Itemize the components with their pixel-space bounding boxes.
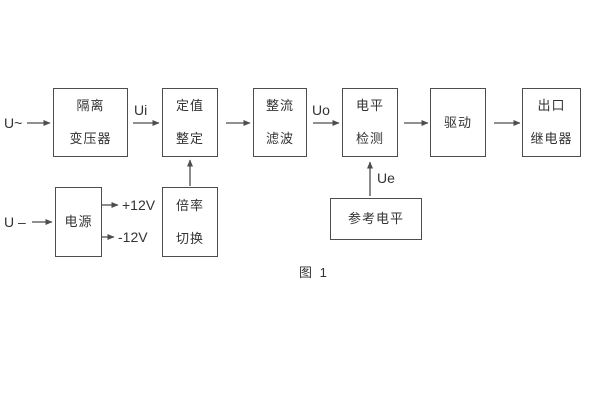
figure-caption: 图 1 bbox=[299, 265, 329, 280]
block-setting-adjustment: 定值 整定 bbox=[162, 88, 218, 157]
block-level-detection: 电平 检测 bbox=[342, 88, 398, 157]
plus-12v-label: +12V bbox=[122, 197, 156, 213]
block-label: 参考电平 bbox=[347, 211, 404, 226]
block-label: 切换 bbox=[175, 230, 204, 246]
block-label: 整定 bbox=[175, 131, 204, 146]
block-power-supply: 电源 bbox=[55, 187, 102, 257]
block-label: 驱动 bbox=[443, 114, 472, 130]
block-label: 出口 bbox=[537, 98, 566, 113]
block-label: 继电器 bbox=[530, 131, 573, 146]
block-label: 电平 bbox=[355, 98, 384, 113]
block-label: 倍率 bbox=[175, 197, 204, 213]
block-label: 电源 bbox=[64, 214, 93, 229]
signal-ui-label: Ui bbox=[134, 102, 148, 118]
block-label: 整流 bbox=[265, 98, 294, 113]
input-dc-label: U – bbox=[4, 214, 26, 230]
block-rectifier-filter: 整流 滤波 bbox=[253, 88, 307, 157]
minus-12v-label: -12V bbox=[118, 229, 148, 245]
block-label: 定值 bbox=[175, 98, 204, 113]
signal-ue-label: Ue bbox=[377, 170, 395, 186]
block-output-relay: 出口 继电器 bbox=[522, 88, 581, 157]
block-reference-level: 参考电平 bbox=[330, 198, 422, 240]
block-label: 检测 bbox=[355, 131, 384, 146]
block-label: 滤波 bbox=[265, 131, 294, 146]
signal-uo-label: Uo bbox=[312, 102, 330, 118]
input-ac-label: U~ bbox=[4, 115, 23, 131]
block-isolation-transformer: 隔离 变压器 bbox=[53, 88, 128, 157]
block-driver: 驱动 bbox=[430, 88, 486, 157]
block-label: 隔离 bbox=[76, 98, 105, 113]
block-label: 变压器 bbox=[69, 131, 112, 146]
block-ratio-switching: 倍率 切换 bbox=[162, 187, 218, 257]
